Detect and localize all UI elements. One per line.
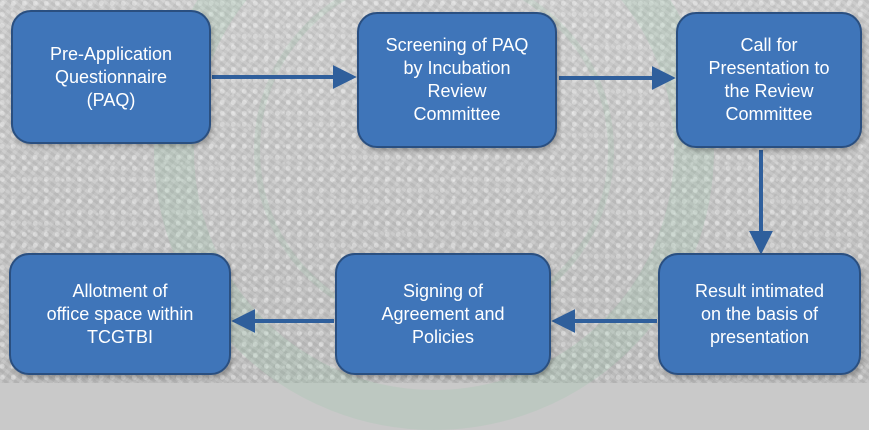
step-allotment-of-office-space: Allotment of office space within TCGTBI xyxy=(9,253,231,375)
step-call-for-presentation: Call for Presentation to the Review Comm… xyxy=(676,12,862,148)
step-pre-application-questionnaire: Pre-Application Questionnaire (PAQ) xyxy=(11,10,211,144)
step-screening-of-paq: Screening of PAQ by Incubation Review Co… xyxy=(357,12,557,148)
step-signing-of-agreement: Signing of Agreement and Policies xyxy=(335,253,551,375)
flow-arrows xyxy=(212,65,773,333)
step-result-intimated: Result intimated on the basis of present… xyxy=(658,253,861,375)
